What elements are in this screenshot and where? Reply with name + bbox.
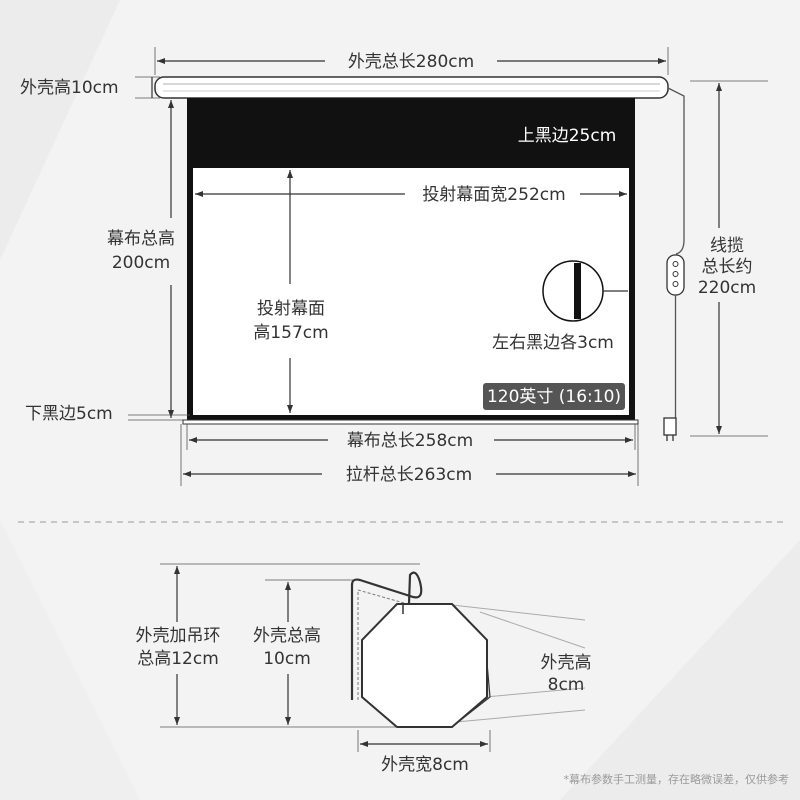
housing-total-height-label-2: 10cm [263, 649, 311, 669]
fabric-height-label-2: 200cm [112, 253, 170, 273]
screen-fabric: 上黑边25cm [187, 98, 635, 420]
top-black-border-label: 上黑边25cm [518, 126, 617, 146]
projection-height-dimension: 投射幕面 高157cm [253, 170, 329, 413]
projection-width-label: 投射幕面宽252cm [422, 185, 565, 205]
housing-case [154, 76, 669, 99]
cable-length-dimension: 线揽 总长约 220cm [690, 80, 768, 437]
footnote: *幕布参数手工测量，存在略微误差，仅供参考 [564, 772, 790, 786]
hanging-hook [350, 571, 423, 700]
fabric-length-label: 幕布总长258cm [347, 431, 473, 451]
housing-height-label: 外壳高10cm [20, 78, 119, 98]
size-badge: 120英寸 (16:10) [483, 383, 625, 410]
housing-width-dimension: 外壳宽8cm [357, 730, 491, 775]
housing-total-height-dimension: 外壳总高 10cm [253, 582, 321, 725]
side-border-detail: 左右黑边各3cm [492, 260, 628, 353]
cable-length-label-2: 总长约 [702, 257, 753, 277]
pull-rod [182, 419, 639, 425]
housing-height-dimension: 外壳高10cm [20, 76, 160, 99]
total-height-label-2: 总高12cm [137, 649, 219, 669]
projection-height-label-1: 投射幕面 [257, 299, 325, 319]
size-badge-label: 120英寸 (16:10) [487, 387, 621, 407]
total-height-dimension: 外壳加吊环 总高12cm [136, 566, 221, 725]
housing-width-label: 外壳宽8cm [381, 755, 469, 775]
housing-length-dimension: 外壳总长280cm [154, 47, 669, 75]
bottom-black-border-label: 下黑边5cm [25, 404, 113, 424]
cable-length-label-1: 线揽 [710, 236, 744, 256]
housing-length-label: 外壳总长280cm [348, 52, 474, 72]
side-view: 外壳加吊环 总高12cm 外壳总高 10cm 外壳高 8cm 外壳宽8cm [136, 563, 592, 775]
rod-length-label: 拉杆总长263cm [346, 465, 472, 485]
bottom-border-dimension: 下黑边5cm [25, 404, 190, 424]
housing-profile [361, 603, 491, 728]
housing-height-side-label-2: 8cm [548, 675, 585, 695]
cable-length-label-3: 220cm [698, 278, 756, 298]
side-black-border-label: 左右黑边各3cm [492, 333, 614, 353]
front-view: 外壳总长280cm 外壳高10cm [20, 47, 768, 486]
rod-length-dimension: 拉杆总长263cm [180, 424, 639, 486]
plug-icon [663, 417, 677, 436]
fabric-length-dimension: 幕布总长258cm [186, 424, 636, 451]
housing-height-side-label-1: 外壳高 [541, 653, 592, 673]
fabric-height-dimension: 幕布总高 200cm [107, 100, 175, 418]
total-height-label-1: 外壳加吊环 [136, 626, 221, 646]
power-cable [663, 87, 685, 441]
housing-total-height-label-1: 外壳总高 [253, 626, 321, 646]
fabric-height-label-1: 幕布总高 [107, 229, 175, 249]
projection-height-label-2: 高157cm [253, 323, 328, 343]
projection-width-dimension: 投射幕面宽252cm [195, 185, 627, 205]
